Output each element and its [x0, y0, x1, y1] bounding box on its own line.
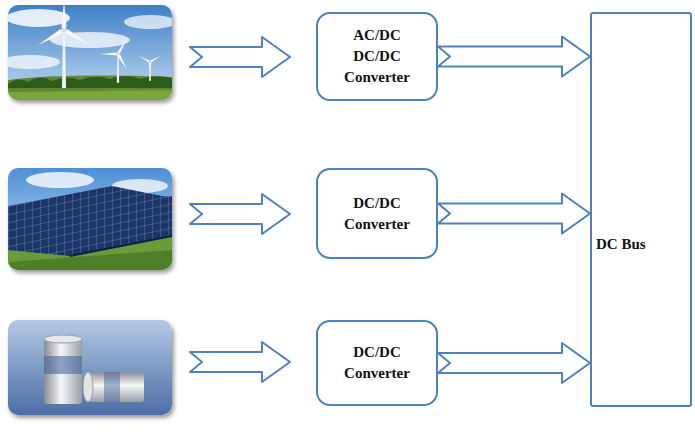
tree-line — [8, 76, 172, 88]
turbine — [117, 54, 119, 83]
cloud — [50, 32, 130, 48]
turbine — [100, 38, 128, 83]
turbine — [149, 55, 161, 63]
field — [8, 76, 172, 100]
flow-arrow — [190, 194, 290, 234]
flow-arrow — [190, 37, 290, 77]
turbine — [62, 28, 67, 33]
turbine — [117, 53, 129, 70]
turbine — [117, 53, 120, 56]
flow-arrows — [190, 37, 290, 382]
cloud — [8, 55, 60, 69]
battery-cell — [88, 372, 144, 402]
box-label: DC/DC Converter — [344, 342, 410, 384]
cloud — [8, 9, 70, 27]
turbine — [139, 55, 162, 81]
flow-arrow — [190, 342, 290, 382]
box-label: DC Bus — [596, 234, 646, 255]
converter-box: AC/DC DC/DC Converter — [316, 12, 438, 101]
cloud — [124, 15, 172, 29]
battery-cell — [44, 338, 82, 404]
battery-band — [44, 356, 82, 374]
turbine — [139, 55, 151, 63]
turbine — [100, 53, 118, 56]
turbine — [149, 61, 151, 63]
battery-cap — [83, 372, 93, 402]
cloud — [26, 172, 94, 188]
grass — [8, 250, 172, 270]
converter-box: DC/DC Converter — [316, 320, 438, 406]
turbine — [63, 28, 91, 47]
text-group: DC/DC Converter — [344, 342, 410, 384]
battery-band — [104, 372, 120, 402]
flow-arrow — [438, 37, 590, 77]
panel-row — [8, 186, 172, 256]
solar-panel-photo — [8, 168, 172, 270]
box-label: DC/DC Converter — [344, 193, 410, 235]
dc-bus-box: DC Bus — [590, 12, 692, 407]
turbine — [149, 62, 151, 81]
text-group: DC/DC Converter — [344, 193, 410, 235]
box-label: AC/DC DC/DC Converter — [344, 25, 410, 88]
crop-field — [8, 90, 172, 100]
wind-scene — [8, 5, 172, 100]
turbine — [62, 5, 67, 30]
turbine — [149, 62, 151, 75]
wind-turbine-photo — [0, 0, 176, 100]
turbine — [62, 30, 66, 88]
backdrop — [8, 320, 172, 415]
turbine — [117, 38, 129, 55]
turbine — [37, 28, 65, 47]
sky — [8, 168, 172, 270]
flow-arrow — [438, 194, 590, 234]
turbine — [37, 5, 91, 88]
text-group: AC/DC DC/DC Converter — [344, 25, 410, 88]
solar-scene — [8, 168, 172, 270]
battery-photo — [8, 320, 172, 415]
battery-scene — [8, 320, 172, 415]
photo-shadow — [8, 168, 172, 270]
flow-arrow — [438, 343, 590, 383]
text-group: DC Bus — [596, 234, 646, 255]
converter-box: DC/DC Converter — [316, 168, 438, 259]
battery-cap — [44, 335, 82, 343]
photo-shadow — [8, 320, 172, 415]
